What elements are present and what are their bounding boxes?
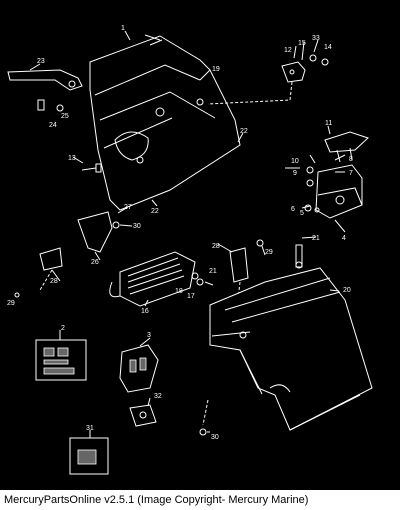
callout-1: 1 (121, 25, 125, 32)
regulator-part (109, 251, 196, 307)
callout-21-screw: 21 (209, 268, 217, 275)
callout-6: 6 (291, 206, 295, 213)
callout-2: 2 (61, 325, 65, 332)
callout-11: 11 (325, 120, 332, 127)
callout-14: 14 (324, 44, 332, 51)
callout-8: 8 (349, 156, 353, 163)
callout-10: 10 (291, 158, 299, 165)
callout-29-left: 29 (7, 300, 15, 307)
long-bolt-part (295, 244, 303, 269)
callout-29-right: 29 (265, 249, 273, 256)
parts-exploded-diagram: 1 2 3 4 5 6 7 8 9 10 11 12 13 14 15 16 1… (7, 25, 373, 475)
connector-part (119, 344, 159, 393)
callout-4: 4 (342, 235, 346, 242)
callout-19: 19 (212, 66, 220, 73)
copyright-footer: MercuryPartsOnline v2.5.1 (Image Copyrig… (0, 490, 400, 510)
callout-27: 27 (124, 204, 132, 211)
callout-32: 32 (154, 393, 162, 400)
screw-part (81, 163, 102, 173)
callout-28-right: 28 (212, 243, 220, 250)
small-bracket-part (207, 54, 329, 105)
screw-washer-part (37, 99, 64, 112)
small-clip-part (39, 247, 63, 291)
callout-17: 17 (187, 293, 195, 300)
callout-13: 13 (68, 155, 76, 162)
callout-30-bottom: 30 (211, 434, 219, 441)
callout-23: 23 (37, 58, 45, 65)
callout-12: 12 (284, 47, 292, 54)
decal-sheet-part (35, 339, 87, 381)
callout-30-top: 30 (133, 223, 141, 230)
arm-part (7, 69, 83, 91)
callout-18: 18 (175, 288, 183, 295)
callout-31: 31 (86, 425, 94, 432)
callout-26: 26 (91, 259, 99, 266)
clip-part (77, 211, 120, 253)
plug-part (129, 404, 157, 427)
callout-22-bottom: 22 (151, 208, 159, 215)
callout-16: 16 (141, 308, 149, 315)
callout-5: 5 (300, 210, 304, 217)
callout-28-left: 28 (50, 278, 58, 285)
callout-21-bolt: 21 (312, 235, 320, 242)
solenoid-part (304, 131, 369, 219)
bolt-part (191, 272, 204, 286)
callout-24: 24 (49, 122, 57, 129)
callout-33: 33 (312, 35, 320, 42)
bracket-plate-part (89, 34, 241, 211)
callout-25: 25 (61, 113, 69, 120)
callout-22-top: 22 (240, 128, 248, 135)
housing-part (209, 267, 373, 431)
callout-3: 3 (147, 332, 151, 339)
callout-9: 9 (293, 170, 297, 177)
callout-20: 20 (343, 287, 351, 294)
callout-15: 15 (298, 40, 306, 47)
decal-box-part (69, 437, 109, 475)
callout-7: 7 (349, 170, 353, 177)
